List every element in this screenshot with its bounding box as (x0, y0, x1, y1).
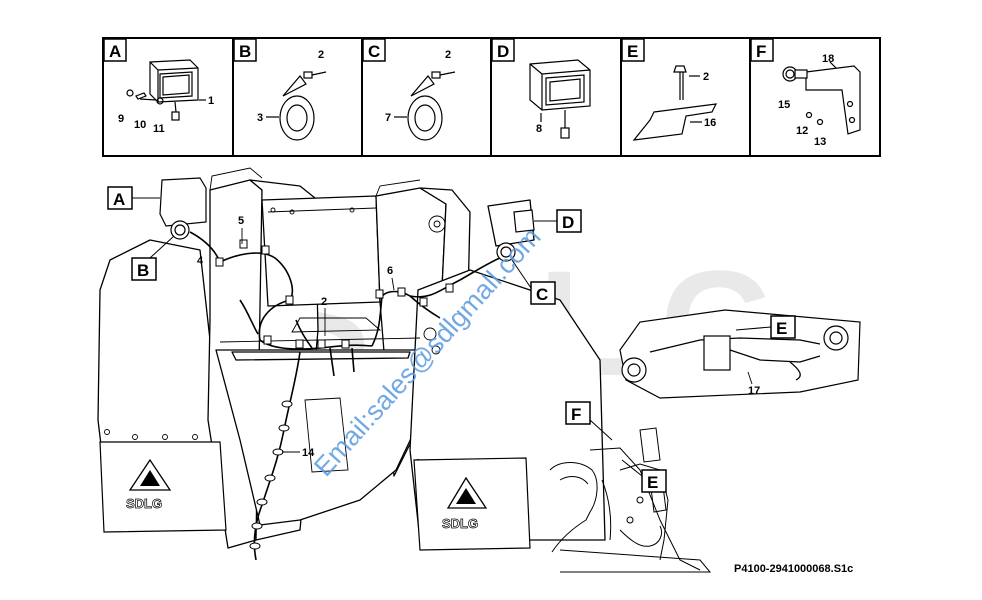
wiring-harness (189, 231, 501, 561)
detail-strip (102, 37, 881, 157)
svg-text:A: A (113, 190, 125, 209)
detail-a-work-light (126, 59, 206, 121)
svg-text:E: E (776, 319, 787, 338)
callout-d: D (534, 209, 582, 233)
part-16-label: 16 (704, 117, 716, 129)
detail-letters: A B C D E F (103, 38, 774, 62)
left-mudflap: SDLG (99, 441, 227, 533)
detail-d-label: D (491, 38, 515, 62)
detail-a-label: A (103, 38, 127, 62)
part-17-label: 17 (748, 385, 760, 397)
part-15-label: 15 (778, 99, 790, 111)
left-light-post (159, 177, 207, 240)
callout-e-top: E (735, 315, 796, 339)
callout-c: C (511, 259, 556, 305)
right-lights (496, 209, 535, 262)
part-12-label: 12 (796, 125, 808, 137)
svg-text:B: B (137, 261, 149, 280)
part-2-label-c: 2 (445, 49, 451, 61)
svg-text:F: F (571, 405, 581, 424)
detail-b-horn (266, 71, 327, 141)
detail-f-switch (782, 61, 861, 135)
callout-a: A (107, 186, 160, 210)
part-4-label: 4 (197, 255, 204, 267)
part-2-label-e: 2 (703, 71, 709, 83)
detail-b-label: B (233, 38, 257, 62)
detail-f-label: F (750, 38, 774, 62)
svg-text:E: E (627, 42, 638, 61)
part-18-label: 18 (822, 53, 834, 65)
svg-text:C: C (368, 42, 380, 61)
svg-text:E: E (647, 473, 658, 492)
callout-e-bottom: E (621, 459, 667, 493)
detail-c-horn (394, 71, 456, 141)
right-mudflap: SDLG (413, 457, 531, 551)
right-mudflap-logo: SDLG (442, 516, 478, 531)
part-6-label: 6 (387, 265, 393, 277)
part-9-label: 9 (118, 113, 124, 125)
frame-details (104, 167, 511, 473)
part-2-label-main: 2 (321, 296, 327, 308)
svg-text:D: D (562, 213, 574, 232)
detail-e-label: E (621, 38, 645, 62)
left-mudflap-logo: SDLG (126, 496, 162, 511)
callout-b: B (131, 235, 175, 281)
detail-e-bracket (632, 65, 718, 141)
svg-text:C: C (536, 285, 548, 304)
boom-assembly (619, 309, 861, 399)
part-8-label: 8 (536, 123, 542, 135)
part-14-label: 14 (302, 447, 315, 459)
part-3-label: 3 (257, 112, 263, 124)
svg-text:B: B (239, 42, 251, 61)
part-1-label: 1 (208, 95, 214, 107)
harness-clips (215, 239, 454, 550)
part-7-label: 7 (385, 112, 391, 124)
part-2-label: 2 (318, 49, 324, 61)
part-13-label: 13 (814, 136, 826, 148)
drawing-reference: P4100-2941000068.S1c (734, 563, 853, 575)
svg-text:A: A (109, 42, 121, 61)
svg-text:F: F (756, 42, 766, 61)
part-11-label: 11 (153, 123, 165, 135)
callout-f: F (565, 401, 613, 441)
part-5-label: 5 (238, 215, 244, 227)
part-10-label: 10 (134, 119, 146, 131)
detail-c-label: C (362, 38, 386, 62)
detail-d-work-light (529, 59, 591, 139)
svg-text:D: D (497, 42, 509, 61)
